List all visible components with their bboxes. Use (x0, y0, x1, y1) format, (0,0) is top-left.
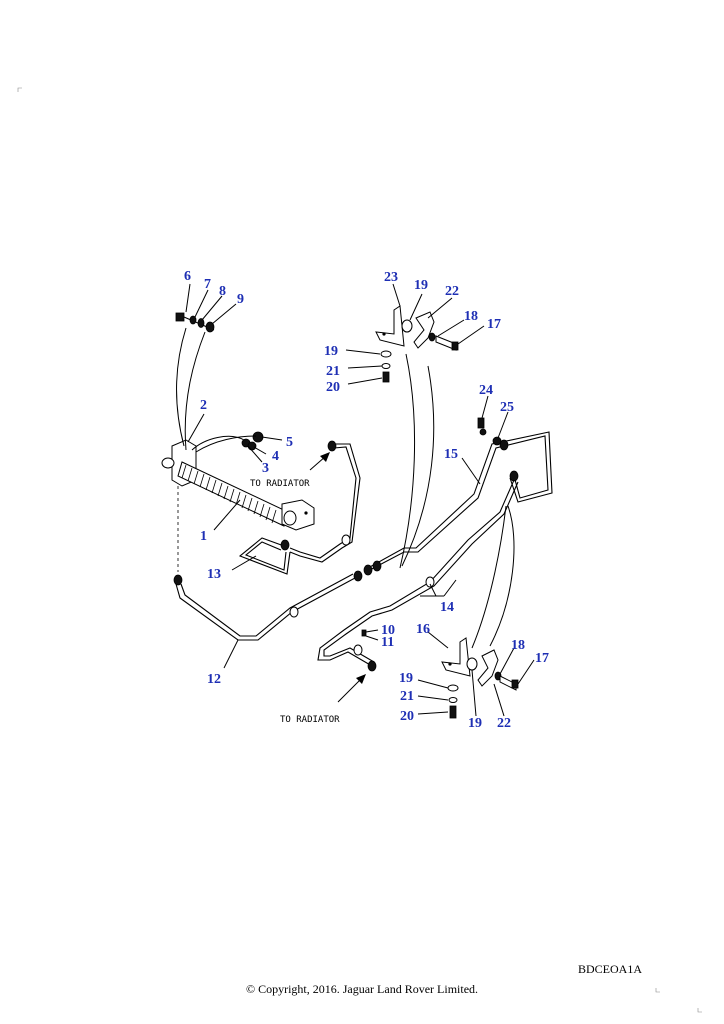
illustration-reference-code: BDCEOA1A (578, 962, 643, 976)
part-label-9: 9 (237, 292, 244, 307)
part-label-1: 1 (200, 529, 207, 544)
pipe-13 (238, 440, 361, 575)
pipe-15 (363, 431, 553, 576)
bolt-washer-nut-stack (175, 312, 215, 333)
part-label-3: 3 (262, 461, 269, 476)
clip-assembly-lower (441, 637, 519, 719)
part-label-14: 14 (440, 600, 454, 615)
part-label-8: 8 (219, 284, 226, 299)
arrow-to-radiator-lower (337, 674, 366, 703)
part-label-24: 24 (479, 383, 493, 398)
part-label-12: 12 (207, 672, 221, 687)
part-label-5: 5 (286, 435, 293, 450)
part-label-21-b: 21 (400, 689, 414, 704)
copyright-notice: © Copyright, 2016. Jaguar Land Rover Lim… (245, 982, 479, 996)
leader-lines (185, 283, 535, 717)
to-radiator-label-lower: TO RADIATOR (280, 715, 340, 725)
part-label-19-c: 19 (399, 671, 413, 686)
part-label-23: 23 (384, 270, 398, 285)
part-label-10: 10 (381, 623, 395, 638)
screw-24 (477, 417, 485, 429)
part-label-13: 13 (207, 567, 221, 582)
part-label-11: 11 (381, 635, 394, 650)
part-label-25: 25 (500, 400, 514, 415)
arrow-to-radiator-upper (309, 452, 330, 471)
washer-24 (479, 428, 487, 436)
pipe-14 (317, 479, 519, 672)
fitting-10 (361, 629, 367, 637)
part-label-19-b: 19 (324, 344, 338, 359)
part-label-18-a: 18 (464, 309, 478, 324)
part-label-22-b: 22 (497, 716, 511, 731)
part-label-7: 7 (204, 277, 211, 292)
part-label-19-a: 19 (414, 278, 428, 293)
to-radiator-label-upper: TO RADIATOR (250, 479, 310, 489)
part-label-6: 6 (184, 269, 191, 284)
nut-25 (492, 436, 502, 446)
part-label-18-b: 18 (511, 638, 525, 653)
part-label-19-d: 19 (468, 716, 482, 731)
part-label-2: 2 (200, 398, 207, 413)
part-label-16: 16 (416, 622, 430, 637)
nut-washer-set (241, 431, 264, 451)
part-number-labels: 6 7 8 9 2 5 4 3 1 13 12 23 19 22 18 17 1… (184, 269, 549, 731)
part-label-4: 4 (272, 449, 279, 464)
part-label-20-b: 20 (400, 709, 414, 724)
pipe-12 (173, 570, 363, 641)
part-label-17-a: 17 (487, 317, 501, 332)
part-label-21-a: 21 (326, 364, 340, 379)
oil-cooler-assembly (161, 439, 315, 531)
part-label-20-a: 20 (326, 380, 340, 395)
part-label-15: 15 (444, 447, 458, 462)
part-label-17-b: 17 (535, 651, 549, 666)
part-label-22-a: 22 (445, 284, 459, 299)
clip-assembly-upper (375, 305, 459, 383)
